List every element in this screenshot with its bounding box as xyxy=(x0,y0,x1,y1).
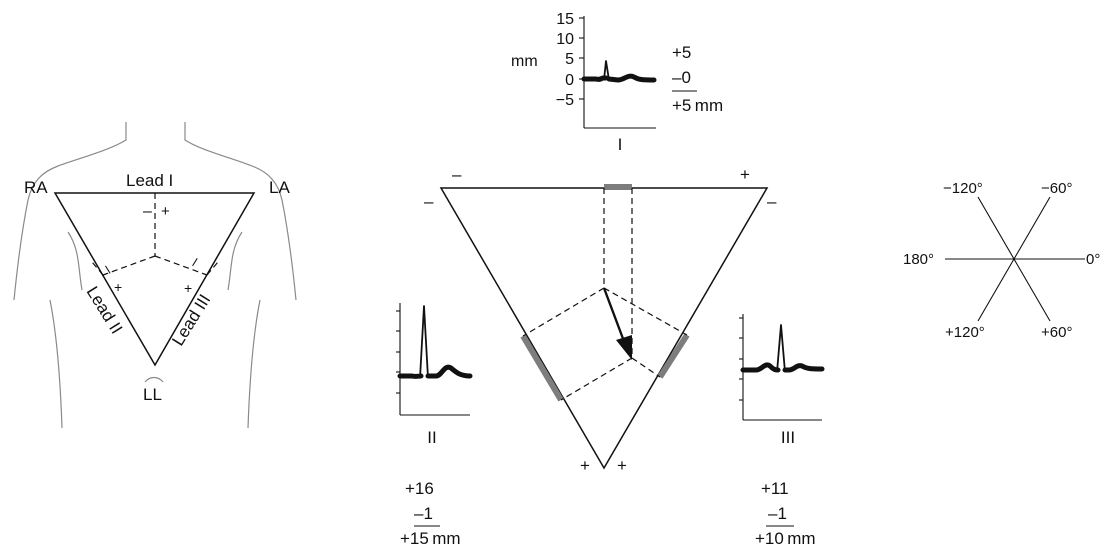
lead-i-strip xyxy=(579,16,657,129)
la-label: LA xyxy=(269,178,290,197)
lead-ii-minus: – xyxy=(99,261,118,278)
angle-180: 180° xyxy=(903,251,934,268)
ll-label: LL xyxy=(143,385,162,404)
triangle-left-minus: – xyxy=(424,192,434,211)
lead-ii-projection xyxy=(520,334,564,402)
lead-i-plus: + xyxy=(161,203,170,220)
lead-iii-strip xyxy=(739,314,825,421)
angle-neg120: −120° xyxy=(943,180,983,197)
lead-iii-label: Lead III xyxy=(168,291,214,349)
triangle-top-left-minus: – xyxy=(452,165,462,184)
lead-ii-calc-minus: –1 xyxy=(414,504,433,523)
triangle-bottom-left-plus: + xyxy=(580,456,590,475)
lead-iii-calc-minus: –1 xyxy=(768,504,787,523)
lead-iii-label: III xyxy=(781,428,795,447)
lead-i-tick-0: 0 xyxy=(565,72,574,89)
hexaxial-reference xyxy=(945,196,1085,322)
lead-i-tick-15: 15 xyxy=(556,11,574,28)
lead-i-calc-result: +5 mm xyxy=(672,96,723,115)
lead-i-tick-neg5: −5 xyxy=(556,92,574,109)
torso-outline xyxy=(13,122,297,429)
lead-i-tick-10: 10 xyxy=(556,31,574,48)
angle-neg60: −60° xyxy=(1041,180,1072,197)
lead-i-unit: mm xyxy=(511,53,538,70)
lead-i-tick-5: 5 xyxy=(565,51,574,68)
lead-iii-calc-result: +10 mm xyxy=(755,529,816,547)
triangle-right-minus: – xyxy=(767,192,777,211)
lead-i-calc-plus: +5 xyxy=(672,43,691,62)
angle-pos120: +120° xyxy=(945,324,985,341)
lead-ii-calc-result: +15 mm xyxy=(400,529,461,547)
lead-iii-calc-plus: +11 xyxy=(761,479,789,498)
angle-0: 0° xyxy=(1086,251,1100,268)
lead-i-label: I xyxy=(618,135,623,154)
lead-ii-plus: + xyxy=(114,279,122,295)
ra-label: RA xyxy=(24,178,48,197)
navel-icon xyxy=(144,376,164,383)
lead-ii-strip xyxy=(396,303,473,416)
lead-iii-plus: + xyxy=(184,280,192,296)
lead-ii-calc-plus: +16 xyxy=(405,479,434,498)
inverted-triangle xyxy=(439,184,769,470)
einthoven-triangle xyxy=(53,192,256,367)
lead-i-minus: – xyxy=(143,203,152,220)
lead-ii-label: II xyxy=(427,428,436,447)
triangle-bottom-right-plus: + xyxy=(617,456,627,475)
lead-i-calc-minus: –0 xyxy=(672,68,691,87)
axis-vector-arrowhead xyxy=(616,335,632,360)
triangle-top-right-plus: + xyxy=(740,165,750,184)
angle-pos60: +60° xyxy=(1041,324,1072,341)
lead-iii-projection xyxy=(657,333,690,379)
lead-i-label: Lead I xyxy=(126,171,173,190)
axis-vector xyxy=(602,287,627,345)
